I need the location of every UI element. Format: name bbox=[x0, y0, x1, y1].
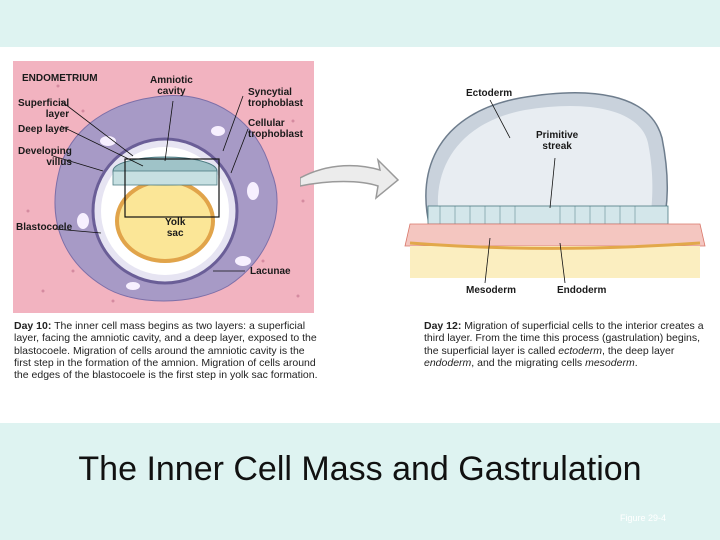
label-lacunae: Lacunae bbox=[250, 266, 291, 277]
label-deep-layer: Deep layer bbox=[18, 124, 69, 135]
day10-label: Day 10: bbox=[14, 320, 52, 332]
label-syncytial-trophoblast: Syncytial trophoblast bbox=[248, 87, 303, 109]
label-endometrium: ENDOMETRIUM bbox=[22, 73, 98, 84]
slide-title: The Inner Cell Mass and Gastrulation bbox=[78, 450, 642, 488]
label-ectoderm: Ectoderm bbox=[466, 88, 513, 99]
day12-text-2: , the deep layer bbox=[602, 344, 675, 357]
transition-arrow bbox=[300, 157, 400, 200]
top-band bbox=[0, 0, 720, 47]
label-yolk-sac: Yolk sac bbox=[165, 217, 186, 239]
day10-illustration bbox=[13, 61, 314, 313]
day12-mesoderm: mesoderm bbox=[585, 356, 635, 369]
day12-caption: Day 12: Migration of superficial cells t… bbox=[424, 320, 714, 369]
day12-text-4: . bbox=[634, 356, 638, 369]
day10-caption: Day 10: The inner cell mass begins as tw… bbox=[14, 320, 319, 381]
label-endoderm: Endoderm bbox=[557, 285, 607, 296]
day12-endoderm: endoderm bbox=[424, 356, 472, 369]
day12-text-1: Migration of superficial cells to the in… bbox=[424, 320, 704, 357]
label-superficial-layer: Superficial layer bbox=[18, 98, 70, 120]
label-mesoderm: Mesoderm bbox=[466, 285, 517, 296]
day10-text: The inner cell mass begins as two layers… bbox=[14, 320, 318, 382]
figure-reference: Figure 29-4 bbox=[620, 513, 667, 523]
label-cellular-trophoblast: Cellular trophoblast bbox=[248, 118, 303, 140]
day12-illustration bbox=[400, 78, 712, 300]
day12-ectoderm: ectoderm bbox=[558, 344, 603, 357]
label-blastocoele: Blastocoele bbox=[16, 222, 73, 233]
day12-label: Day 12: bbox=[424, 320, 462, 332]
day12-text-3: , and the migrating cells bbox=[471, 356, 586, 369]
label-developing-villus: Developing villus bbox=[18, 146, 72, 168]
label-amniotic-cavity: Amniotic cavity bbox=[150, 75, 193, 97]
label-primitive-streak: Primitive streak bbox=[536, 130, 579, 152]
